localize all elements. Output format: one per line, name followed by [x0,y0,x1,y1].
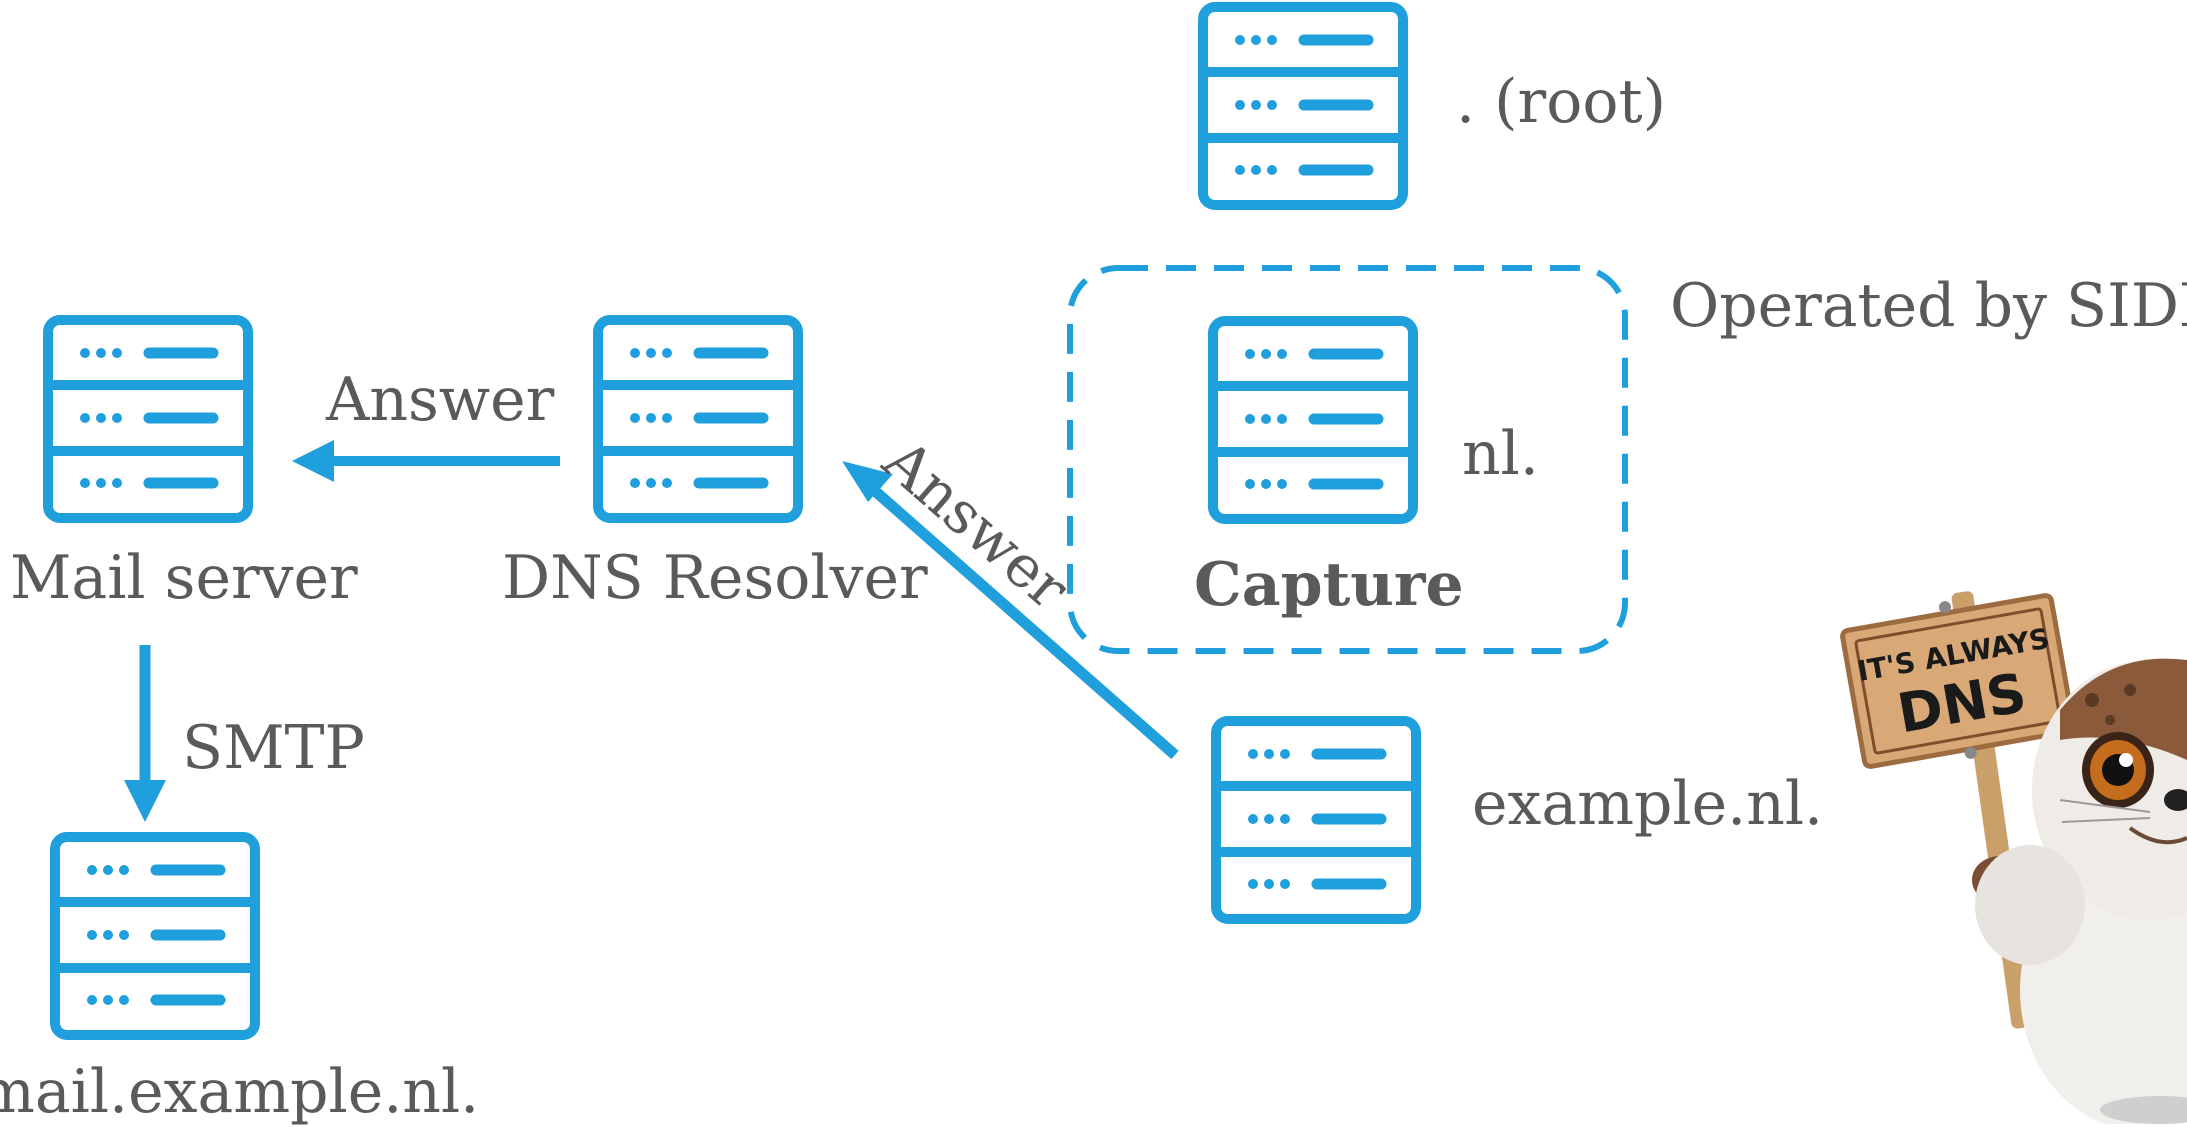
mascot-illustration: IT'S ALWAYS DNS [1840,591,2187,1124]
root-label: . (root) [1456,67,1666,137]
root-server-icon [1203,7,1403,205]
sidn-group-box [1067,265,1628,654]
example-server-icon [1216,721,1416,919]
example-label: example.nl. [1472,769,1824,839]
answer-arrow-to-resolver [842,461,1179,760]
smtp-arrow [124,645,166,822]
mail-example-label: mail.example.nl. [0,1057,480,1127]
dns-resolver-icon [598,320,798,518]
answer-arrow-to-mail-server [292,440,560,482]
mail-server-icon [48,320,248,518]
sidn-group-label: Operated by SIDN [1670,271,2187,341]
smtp-label: SMTP [182,713,365,783]
capture-label: Capture [1194,550,1464,620]
mail-example-server-icon [55,837,255,1035]
dns-resolver-label: DNS Resolver [502,543,928,613]
nl-server-icon [1213,321,1413,519]
answer-label-horizontal: Answer [326,365,555,435]
nl-label: nl. [1462,419,1539,489]
mail-server-label: Mail server [10,543,358,613]
